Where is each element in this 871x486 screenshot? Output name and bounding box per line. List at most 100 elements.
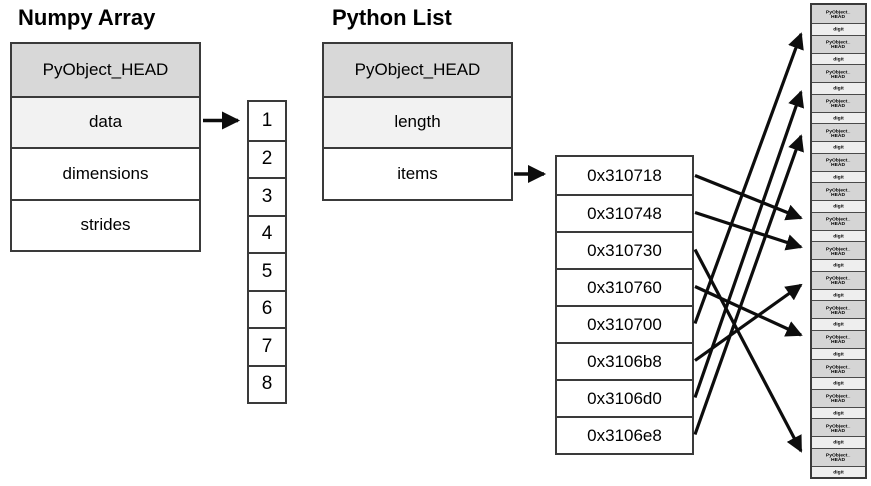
pyobject-head-cell: PyObject_HEAD [812,93,865,112]
pyobject-head-label: PyObject_ [826,186,851,193]
digit-cell: digit [812,200,865,212]
address-cell: 0x3106e8 [557,416,692,453]
digit-cell: digit [812,406,865,418]
pyobject-head-label: PyObject_ [826,39,851,45]
array-cell: 4 [249,214,285,252]
memory-pointer-arrow [693,248,803,453]
digit-label: digit [833,292,844,298]
pyobject-head-label: PyObject_ [826,157,851,163]
digit-label: digit [833,469,844,475]
memory-pointer-arrow [693,32,804,325]
pyobject-head-cell: PyObject_HEAD [812,447,865,466]
array-cell: 7 [249,327,285,365]
pyobject-head-label: HEAD [831,102,846,108]
numpy-array-title: Numpy Array [18,5,156,30]
pyobject-head-label: HEAD [831,161,846,167]
address-cell: 0x310748 [557,194,692,231]
digit-label: digit [833,85,844,91]
digit-cell: digit [812,465,865,477]
pyobject-head-label: PyObject_ [826,304,851,311]
pyobject-head-label: HEAD [831,279,846,285]
memory-pointer-arrow [694,285,803,337]
digit-label: digit [833,321,844,327]
pyobject-head-label: HEAD [831,43,846,49]
pyobject-head-cell: PyObject_HEAD [812,418,865,436]
memory-pointer-arrow [694,210,803,251]
address-cell: 0x310760 [557,268,692,305]
pyobject-head-label: PyObject_ [826,9,851,15]
digit-label: digit [833,262,844,268]
digit-label: digit [833,56,844,62]
digit-cell: digit [812,111,865,123]
array-cell: 2 [249,139,285,177]
pyobject-head-label: HEAD [831,338,846,344]
pyobject-head-label: HEAD [831,190,846,197]
python-row-items: items [324,147,511,199]
digit-cell: digit [812,82,865,94]
pyobject-head-cell: PyObject_HEAD [812,270,865,289]
digit-label: digit [833,410,844,416]
pyobject-head-label: PyObject_ [826,275,851,281]
pyobject-head-label: HEAD [831,308,846,315]
digit-cell: digit [812,170,865,182]
digit-label: digit [833,351,844,357]
digit-cell: digit [812,318,865,330]
pyobject-head-label: PyObject_ [826,422,851,429]
numpy-row-dimensions: dimensions [12,147,199,199]
array-cell: 6 [249,289,285,327]
digit-label: digit [833,203,844,209]
pyobject-head-cell: PyObject_HEAD [812,241,865,259]
pyobject-head-label: PyObject_ [826,245,851,252]
address-cell: 0x3106d0 [557,379,692,416]
digit-cell: digit [812,377,865,389]
pyobject-head-label: HEAD [831,367,846,374]
pyobject-head-label: HEAD [831,72,846,79]
digit-cell: digit [812,288,865,300]
digit-cell: digit [812,347,865,359]
pyobject-head-label: PyObject_ [826,363,851,370]
address-cell: 0x310718 [557,157,692,194]
numpy-row-data: data [12,95,199,147]
pyobject-head-cell: PyObject_HEAD [812,388,865,407]
pyobject-head-cell: PyObject_HEAD [812,64,865,82]
address-cell: 0x310700 [557,305,692,342]
pyobject-head-cell: PyObject_HEAD [812,152,865,171]
digit-cell: digit [812,141,865,153]
memory-pointer-arrow [693,90,805,399]
digit-label: digit [833,26,844,32]
array-cell: 3 [249,177,285,215]
pyobject-head-label: PyObject_ [826,452,851,458]
digit-label: digit [833,174,844,180]
pyobject-head-label: HEAD [831,426,846,433]
digit-label: digit [833,439,844,445]
digit-label: digit [833,380,844,386]
pyobject-head-cell: PyObject_HEAD [812,300,865,318]
pyobject-head-cell: PyObject_HEAD [812,182,865,200]
numpy-row-strides: strides [12,198,199,250]
digit-label: digit [833,233,844,239]
pyobject-head-label: HEAD [831,249,846,256]
numpy-row-pyobject_head: PyObject_HEAD [12,44,199,96]
digit-label: digit [833,144,844,150]
address-cell: 0x3106b8 [557,342,692,379]
pyobject-head-label: HEAD [831,456,846,462]
digit-cell: digit [812,52,865,64]
pyobject-head-cell: PyObject_HEAD [812,123,865,141]
array-cell: 5 [249,252,285,290]
pyobject-head-label: PyObject_ [826,216,851,222]
pyobject-head-cell: PyObject_HEAD [812,5,865,23]
digit-cell: digit [812,436,865,448]
memory-pointer-arrow [693,134,804,436]
pyobject-head-label: PyObject_ [826,393,851,399]
digit-label: digit [833,115,844,121]
python-row-length: length [324,95,511,147]
array-cell: 1 [249,102,285,140]
pyobject-head-cell: PyObject_HEAD [812,359,865,377]
pyobject-head-label: HEAD [831,220,846,226]
pyobject-head-cell: PyObject_HEAD [812,329,865,348]
